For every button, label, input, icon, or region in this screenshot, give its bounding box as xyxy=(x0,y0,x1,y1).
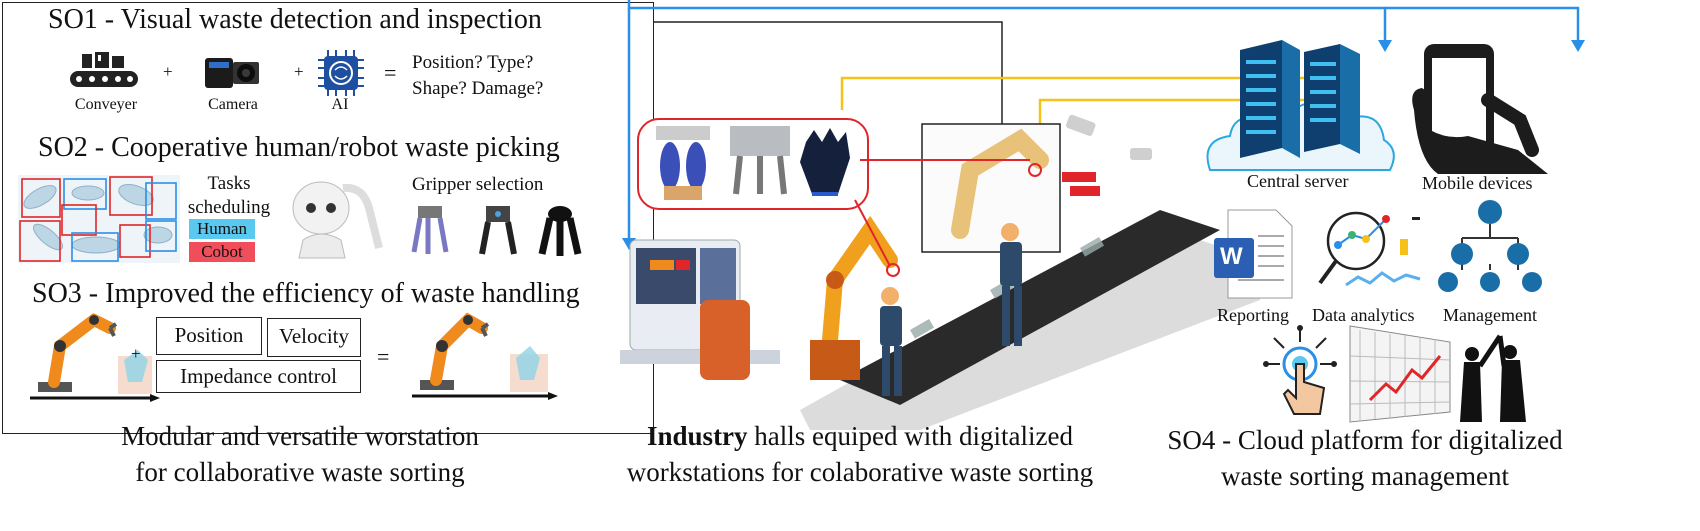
smartphone-icon xyxy=(1412,44,1548,174)
cctv-icon xyxy=(1066,114,1152,160)
waste-detection-image xyxy=(18,175,180,263)
reporting-label: Reporting xyxy=(1217,305,1289,325)
so2-title: SO2 - Cooperative human/robot waste pick… xyxy=(38,132,560,163)
right-caption-line1: SO4 - Cloud platform for digitalized xyxy=(1167,425,1563,455)
gripper-inset-icons xyxy=(656,126,850,200)
inspection-questions: Position? Type? Shape? Damage? xyxy=(412,50,543,102)
document-icon xyxy=(1214,209,1293,299)
middle-caption-bold: Industry xyxy=(647,421,748,451)
questions-line1: Position? Type? xyxy=(412,52,534,73)
analytics-icon xyxy=(1318,211,1421,287)
word-letter: W xyxy=(1220,243,1243,270)
mobile-devices-label: Mobile devices xyxy=(1422,173,1533,193)
gripper-selection-label: Gripper selection xyxy=(412,174,544,195)
left-caption-line2: for collaborative waste sorting xyxy=(135,457,465,487)
gripper-icon xyxy=(730,126,790,195)
tasks-line1: Tasks xyxy=(207,173,251,194)
so1-title: SO1 - Visual waste detection and inspect… xyxy=(48,4,542,35)
gripper-icon-1 xyxy=(411,206,449,254)
worker-icon xyxy=(880,223,1022,396)
black-connector xyxy=(654,21,1003,142)
glove-icon xyxy=(800,128,850,196)
middle-caption-line2: workstations for colaborative waste sort… xyxy=(626,457,1094,487)
right-caption-line2: waste sorting management xyxy=(1221,461,1509,491)
right-caption: SO4 - Cloud platform for digitalized was… xyxy=(1160,422,1570,494)
touch-icon xyxy=(1263,325,1337,415)
ai-chip-icon xyxy=(318,50,364,96)
so1-plus-2: + xyxy=(294,62,304,81)
camera-icon xyxy=(205,58,259,88)
org-chart-icon xyxy=(1438,200,1542,292)
middle-caption: Industry halls equiped with digitalized … xyxy=(600,418,1120,490)
questions-line2: Shape? Damage? xyxy=(412,78,544,99)
growth-chart-icon xyxy=(1349,325,1526,423)
impedance-box: Impedance control xyxy=(156,360,361,393)
middle-caption-rest: halls equiped with digitalized xyxy=(747,421,1073,451)
so-panel xyxy=(2,2,654,434)
so1-plus-1: + xyxy=(163,62,173,81)
industry-hall-illustration xyxy=(620,114,1260,430)
yellow-arrow-1 xyxy=(840,76,1330,110)
management-label: Management xyxy=(1443,305,1537,325)
conveyor-icon xyxy=(70,52,138,87)
conveyer-label: Conveyer xyxy=(74,96,138,113)
blue-arrow-server xyxy=(627,0,1387,42)
middle-caption-line1: Industry halls equiped with digitalized xyxy=(600,418,1120,454)
ai-label: AI xyxy=(331,96,349,113)
blue-arrow-mobile xyxy=(1385,6,1580,42)
camera-label: Camera xyxy=(208,96,258,113)
so3-plus: + xyxy=(131,344,141,363)
central-server-label: Central server xyxy=(1247,171,1349,191)
server-rack-icon xyxy=(1206,40,1395,171)
so1-equals: = xyxy=(384,60,397,85)
gripper-icon-3 xyxy=(538,206,582,256)
gripper-icon xyxy=(656,126,710,200)
so3-equals: = xyxy=(377,344,390,369)
velocity-box: Velocity xyxy=(267,318,361,357)
tasks-line2: scheduling xyxy=(187,197,271,218)
robot-arm-icon-right xyxy=(412,312,558,400)
human-badge: Human xyxy=(189,219,255,239)
left-caption: Modular and versatile worstation for col… xyxy=(70,418,530,490)
workstation-icon xyxy=(620,239,780,380)
so3-title: SO3 - Improved the efficiency of waste h… xyxy=(32,278,580,309)
cobot-badge: Cobot xyxy=(189,242,255,262)
gripper-icon-2 xyxy=(479,206,517,255)
robot-arm-icon-left xyxy=(30,312,160,402)
humanoid-robot-icon xyxy=(292,181,383,259)
position-box: Position xyxy=(156,317,262,355)
tasks-scheduling: Tasks scheduling xyxy=(183,172,275,220)
left-caption-line1: Modular and versatile worstation xyxy=(121,421,479,451)
data-analytics-label: Data analytics xyxy=(1312,305,1415,325)
